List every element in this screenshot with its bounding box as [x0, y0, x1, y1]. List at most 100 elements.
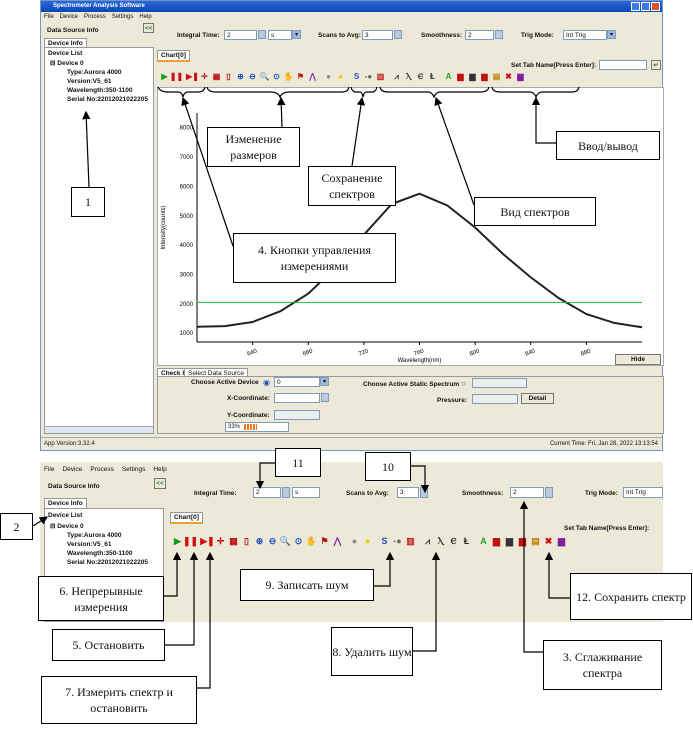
spectrum-a-icon[interactable]: ⩘: [394, 72, 399, 81]
spectrum-c-icon[interactable]: Ⲉ: [450, 536, 457, 546]
zoom-smoothness-stepper[interactable]: [545, 487, 553, 498]
save-icon[interactable]: ▆: [457, 72, 464, 81]
tree-device-0[interactable]: ⊟ Device 0: [50, 60, 84, 67]
measure-stop-icon[interactable]: ▶❚: [186, 72, 199, 81]
crosshair-icon[interactable]: ✛: [216, 536, 225, 546]
smoothness-stepper[interactable]: [495, 30, 503, 39]
menu-settings[interactable]: Settings: [111, 14, 134, 20]
zoom-icon[interactable]: 🔍: [279, 536, 292, 546]
spectrum-c-icon[interactable]: Ⲉ: [417, 72, 424, 81]
zoom-menu-help[interactable]: Help: [153, 466, 167, 473]
menu-help[interactable]: Help: [139, 14, 152, 20]
play-icon[interactable]: ▶: [174, 536, 181, 546]
save-icon[interactable]: ▆: [493, 536, 500, 546]
spectrum-b-icon[interactable]: Ⲗ: [437, 536, 444, 546]
import-icon[interactable]: A: [480, 536, 487, 546]
y-coordinate-input[interactable]: [274, 410, 320, 420]
spectrum-b-icon[interactable]: Ⲗ: [405, 72, 412, 81]
x-coordinate-stepper[interactable]: [321, 393, 329, 402]
apply-tab-name-button[interactable]: ↵: [651, 60, 661, 70]
integral-time-input[interactable]: 2: [224, 30, 257, 40]
horizontal-scrollbar[interactable]: [45, 426, 153, 433]
bulb-yellow-icon[interactable]: ●: [364, 536, 371, 546]
collapse-button[interactable]: <<: [143, 23, 154, 33]
bulb-gray-icon[interactable]: ●: [351, 536, 358, 546]
print-icon[interactable]: ▆: [519, 536, 526, 546]
zoom-fit-icon[interactable]: ⊙: [273, 72, 280, 81]
zoom-menu-settings[interactable]: Settings: [121, 466, 146, 473]
peak-icon[interactable]: ⋀: [309, 72, 316, 81]
stop-icon[interactable]: ❚❚: [169, 72, 184, 81]
disk-icon[interactable]: ▆: [558, 536, 565, 546]
folder-icon[interactable]: ▤: [531, 536, 540, 546]
zoom-menu-file[interactable]: File: [44, 466, 55, 473]
peak-icon[interactable]: ⋀: [333, 536, 342, 546]
chevron-down-icon[interactable]: ▾: [607, 30, 616, 39]
pressure-input[interactable]: [472, 394, 518, 404]
bulb-yellow-icon[interactable]: ●: [338, 72, 343, 81]
active-device-select[interactable]: 0: [274, 377, 320, 387]
zoom-tab-chart-0[interactable]: Chart[0]: [170, 512, 203, 524]
marker-icon[interactable]: ⚑: [320, 536, 329, 546]
minimize-icon[interactable]: [631, 2, 640, 11]
trig-mode-select[interactable]: Int Trig: [563, 30, 607, 40]
disk-icon[interactable]: ▆: [517, 72, 524, 81]
zoom-scans-stepper[interactable]: [420, 487, 428, 498]
zoom-menu-device[interactable]: Device: [62, 466, 83, 473]
menu-file[interactable]: File: [44, 14, 54, 20]
smooth-s-icon[interactable]: S: [353, 72, 360, 81]
hand-icon[interactable]: ✋: [305, 536, 318, 546]
delete-icon[interactable]: ✖: [544, 536, 553, 546]
zoom-icon[interactable]: 🔍: [259, 72, 270, 81]
static-spectrum-select[interactable]: [472, 378, 527, 388]
color-icon[interactable]: ▥: [376, 72, 385, 81]
spectrum-d-icon[interactable]: Ⱡ: [430, 72, 435, 81]
bulb-remove-icon[interactable]: -●: [393, 536, 402, 546]
zoom-out-icon[interactable]: ⊖: [249, 72, 256, 81]
integral-time-stepper[interactable]: [258, 30, 266, 39]
export-icon[interactable]: ▆: [506, 536, 513, 546]
integral-unit-select[interactable]: s: [268, 30, 292, 40]
spectrum-d-icon[interactable]: Ⱡ: [463, 536, 470, 546]
menu-device[interactable]: Device: [59, 14, 79, 20]
measure-stop-icon[interactable]: ▶❚: [200, 536, 215, 546]
zoom-trig-mode-select[interactable]: Int Trig: [623, 487, 663, 498]
chevron-down-icon[interactable]: ▾: [320, 377, 329, 386]
smooth-s-icon[interactable]: S: [381, 536, 388, 546]
scans-stepper[interactable]: [394, 30, 402, 39]
hand-icon[interactable]: ✋: [283, 72, 294, 81]
print-icon[interactable]: ▆: [481, 72, 488, 81]
delete-icon[interactable]: ✖: [505, 72, 512, 81]
grid-icon[interactable]: ▦: [229, 536, 238, 546]
smoothness-input[interactable]: 2: [465, 30, 494, 40]
bulb-gray-icon[interactable]: ●: [326, 72, 331, 81]
maximize-icon[interactable]: [641, 2, 650, 11]
frame-icon[interactable]: ▯: [226, 72, 231, 81]
zoom-in-icon[interactable]: ⊕: [255, 536, 264, 546]
close-icon[interactable]: [651, 2, 660, 11]
tab-select-data-source[interactable]: Select Data Source: [184, 368, 249, 378]
zoom-out-icon[interactable]: ⊖: [268, 536, 277, 546]
export-icon[interactable]: ▆: [469, 72, 476, 81]
frame-icon[interactable]: ▯: [244, 536, 249, 546]
spectrum-a-icon[interactable]: ⩘: [424, 536, 431, 546]
x-coordinate-input[interactable]: [274, 393, 320, 403]
radio-active-device[interactable]: ◉: [263, 378, 270, 387]
zoom-tree-device-0[interactable]: ⊟ Device 0: [50, 523, 84, 530]
color-icon[interactable]: ▥: [406, 536, 415, 546]
zoom-integral-time-stepper[interactable]: [282, 487, 290, 498]
detail-button[interactable]: Detail: [521, 393, 554, 404]
zoom-integral-time-input[interactable]: 2: [253, 487, 281, 498]
tab-chart-0[interactable]: Chart[0]: [157, 50, 190, 62]
zoom-scans-input[interactable]: 3: [397, 487, 419, 498]
zoom-fit-icon[interactable]: ⊙: [294, 536, 303, 546]
play-icon[interactable]: ▶: [161, 72, 168, 81]
radio-static-spectrum[interactable]: ○: [461, 379, 466, 388]
tab-name-input[interactable]: [599, 60, 647, 70]
marker-icon[interactable]: ⚑: [296, 72, 305, 81]
grid-icon[interactable]: ▦: [212, 72, 221, 81]
crosshair-icon[interactable]: ✛: [201, 72, 208, 81]
scans-input[interactable]: 3: [362, 30, 393, 40]
zoom-collapse-button[interactable]: <<: [154, 478, 166, 489]
bulb-remove-icon[interactable]: -●: [364, 72, 373, 81]
